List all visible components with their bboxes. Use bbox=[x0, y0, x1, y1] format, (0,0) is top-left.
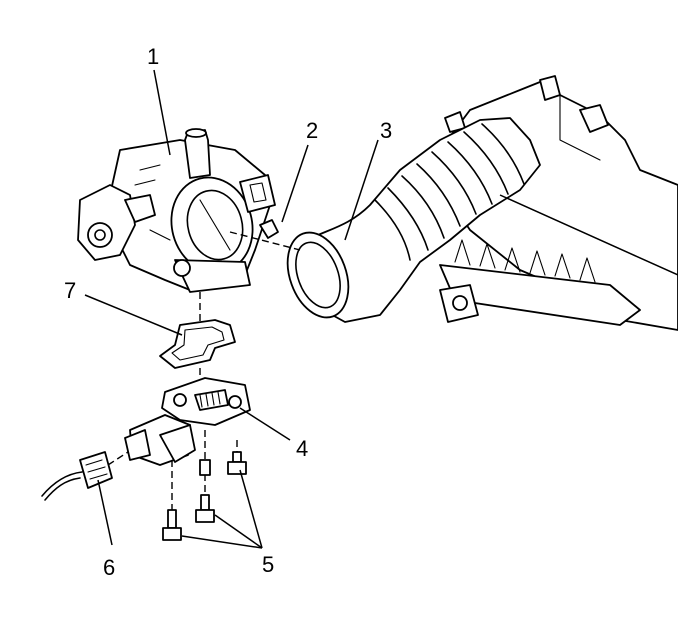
callout-2: 2 bbox=[306, 118, 318, 143]
wiring-harness-connector bbox=[41, 451, 113, 501]
callout-4: 4 bbox=[296, 436, 308, 461]
callout-7: 7 bbox=[64, 278, 76, 303]
mounting-bolts bbox=[162, 430, 247, 541]
callout-3: 3 bbox=[380, 118, 392, 143]
throttle-body bbox=[77, 128, 279, 293]
callout-5: 5 bbox=[262, 552, 274, 577]
callout-6: 6 bbox=[103, 555, 115, 580]
throttle-body-gasket bbox=[159, 319, 236, 369]
leader-lines bbox=[84, 69, 678, 549]
alignment-line-connector bbox=[107, 451, 129, 466]
callout-labels: 1 2 3 4 5 6 7 bbox=[64, 44, 392, 580]
callout-1: 1 bbox=[147, 44, 159, 69]
air-intake-duct bbox=[286, 117, 541, 323]
alignment-line-duct bbox=[229, 231, 301, 251]
idle-air-control-spacer bbox=[124, 377, 251, 466]
